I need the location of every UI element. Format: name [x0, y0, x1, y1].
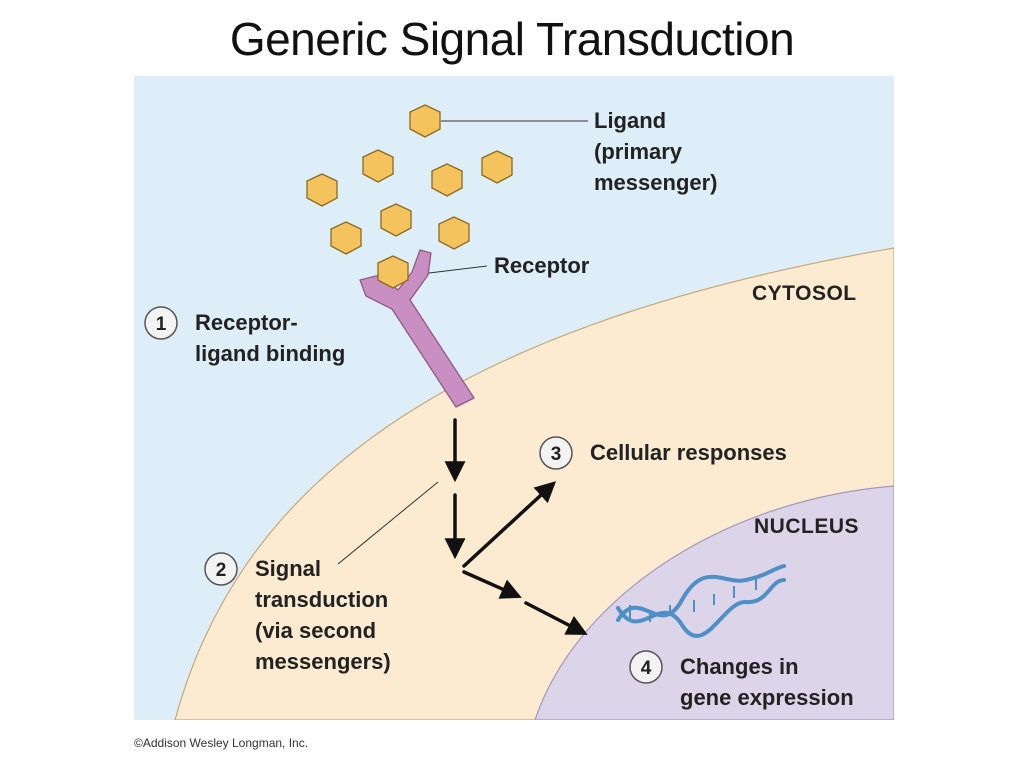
step-2: 2 Signal transduction (via second messen…	[204, 552, 394, 674]
cytosol-label: CYTOSOL	[752, 282, 857, 305]
step-number-badge	[204, 552, 238, 586]
dna-base-pairs	[629, 578, 757, 622]
ligand-hexagon	[438, 216, 470, 250]
step-1-label: Receptor- ligand binding	[195, 310, 345, 366]
ligand-molecules	[306, 104, 513, 255]
receptor-leader-line	[428, 265, 488, 274]
ligand-hexagon	[306, 173, 338, 207]
step-number: 2	[216, 560, 227, 581]
step-3: 3 Cellular responses	[539, 436, 787, 470]
ligand-hexagon	[431, 163, 463, 197]
step-number: 3	[551, 444, 562, 465]
step-number-badge	[539, 436, 573, 470]
ligand-hexagon	[362, 149, 394, 183]
nucleus-label: NUCLEUS	[754, 515, 859, 538]
step-4-label: Changes in gene expression	[680, 654, 854, 710]
receptor-label: Receptor	[494, 253, 590, 278]
ligand-hexagon	[330, 221, 362, 255]
signal-leader-line	[337, 481, 439, 565]
step-number: 1	[156, 314, 167, 335]
ligand-hexagon	[380, 203, 412, 237]
gene-expression-arrow	[462, 570, 522, 599]
step-3-label: Cellular responses	[590, 440, 787, 465]
receptor	[359, 249, 475, 408]
ligand-hexagon	[481, 150, 513, 184]
step-4: 4 Changes in gene expression	[629, 650, 854, 710]
cellular-response-arrow	[462, 481, 557, 568]
step-number: 4	[641, 658, 652, 679]
signal-arrows	[444, 418, 588, 635]
bound-ligand-hexagon	[377, 255, 409, 289]
dna-helix-icon	[616, 564, 786, 638]
ligand-label: Ligand (primary messenger)	[594, 108, 718, 195]
ligand-hexagon	[409, 104, 441, 138]
step-number-badge	[144, 306, 178, 340]
step-2-label: Signal transduction (via second messenge…	[255, 556, 394, 674]
step-1: 1 Receptor- ligand binding	[144, 306, 345, 366]
receptor-body	[359, 249, 475, 408]
gene-expression-arrow-tail	[524, 601, 588, 635]
step-number-badge	[629, 650, 663, 684]
slide-title: Generic Signal Transduction	[229, 13, 795, 65]
copyright-credit: ©Addison Wesley Longman, Inc.	[134, 736, 309, 750]
